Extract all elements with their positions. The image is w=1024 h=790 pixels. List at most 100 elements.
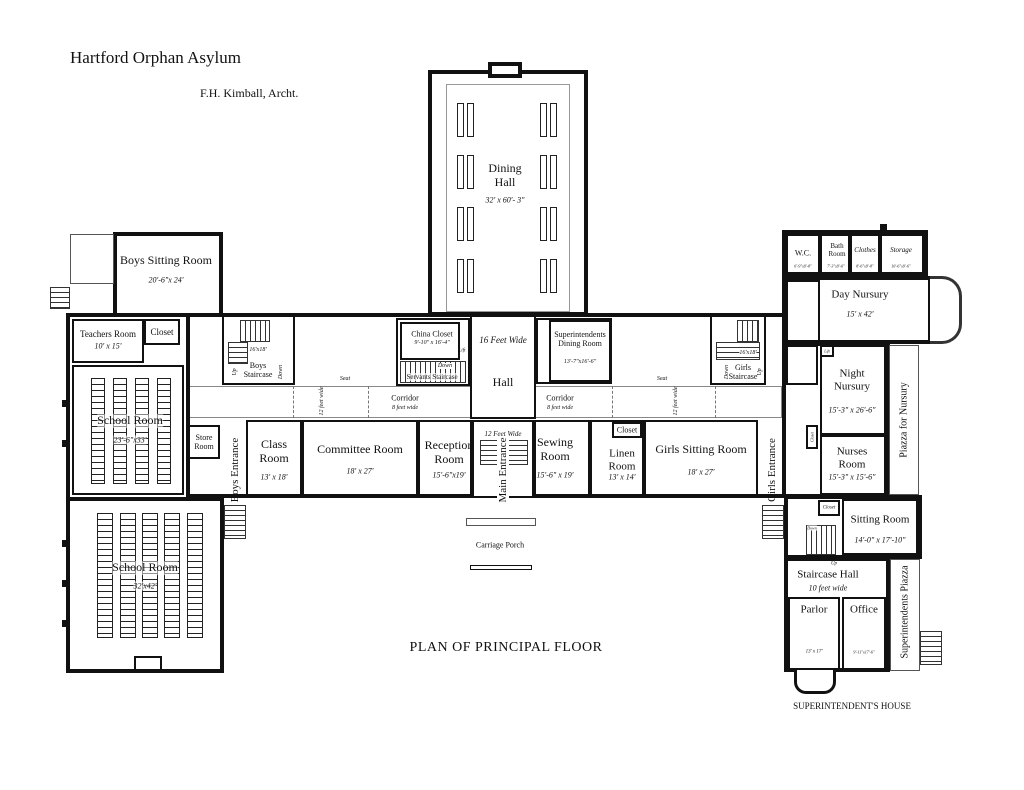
closet-right-label: Closet xyxy=(809,431,815,443)
boys-sitting-room-dim: 20'-6"x 24' xyxy=(148,275,184,285)
drawing-title: Hartford Orphan Asylum xyxy=(70,48,241,67)
girls-entrance-steps xyxy=(762,505,784,539)
sitting-room xyxy=(842,499,918,555)
superintendents-piazza xyxy=(890,559,920,671)
school-room-lower-dim: 32'x42' xyxy=(133,581,157,591)
bath-room xyxy=(820,234,850,274)
hall-width: 16 Feet Wide xyxy=(479,335,527,345)
wc-label: W.C. xyxy=(794,248,812,258)
linen-room-dim: 13' x 14' xyxy=(608,472,636,482)
class-room xyxy=(246,420,302,496)
main-entrance-width: 12 Feet Wide xyxy=(484,430,522,438)
night-nursury xyxy=(820,345,886,435)
school-room-upper-dim: 23'-6"x33' xyxy=(113,435,147,445)
dining-hall-dim: 32' x 60'- 3" xyxy=(485,195,525,205)
night-nursury-dim: 15'-3" x 26'-6" xyxy=(828,405,876,415)
staircase-hall-up: Up xyxy=(830,561,838,567)
girls-staircase-dim: 16'x18' xyxy=(739,350,757,356)
boys-sitting-room-label: Boys Sitting Room xyxy=(119,253,213,268)
china-closet-dim: 9'-10" x 16'-4" xyxy=(414,340,450,346)
girls-entrance-label: Girls Entrance xyxy=(766,438,778,502)
committee-room-dim: 18' x 27' xyxy=(346,466,374,476)
dining-hall-colonnade xyxy=(446,84,570,312)
teachers-room-dim: 10' x 15' xyxy=(94,341,122,351)
boys-staircase-down: Down xyxy=(278,364,284,380)
corridor-right-label: Corridor xyxy=(546,393,574,403)
main-entrance-label: Main Entrance xyxy=(497,437,509,503)
wide-corridor-right-width: 12 feet wide xyxy=(673,386,679,416)
clothes-label: Clothes xyxy=(854,245,876,254)
committee-room-label: Committee Room xyxy=(317,442,403,457)
girls-staircase-up: Up xyxy=(757,368,763,376)
nurses-room-dim: 15'-3" x 15'-6" xyxy=(828,472,876,482)
wc xyxy=(786,234,820,274)
day-nursury-label: Day Nursury xyxy=(831,288,889,301)
closet-house xyxy=(818,500,840,516)
parlor-dim: 13' x 17' xyxy=(805,649,823,655)
sitting-room-label: Sitting Room xyxy=(850,513,910,526)
girls-sitting-room xyxy=(644,420,758,496)
superintendents-house-label: SUPERINTENDENT'S HOUSE xyxy=(793,700,911,711)
reception-room-dim: 15'-6"x19' xyxy=(432,470,466,480)
teachers-room-label: Teachers Room xyxy=(79,328,137,339)
clothes-room xyxy=(850,234,880,274)
servants-staircase-label: Servants Staircase xyxy=(406,372,458,382)
night-nursury-lift: Lift xyxy=(824,348,830,354)
parlor-label: Parlor xyxy=(800,603,828,616)
closet-left-label: Closet xyxy=(150,326,174,337)
bath-room-dim: 7'-3"x9'-6" xyxy=(827,263,845,269)
closet-mid-label: Closet xyxy=(616,425,638,435)
wide-corridor-left-width: 12 feet wide xyxy=(319,386,325,416)
boys-staircase-dim: 16'x18' xyxy=(249,347,267,353)
carriage-porch-label: Carriage Porch xyxy=(475,540,525,550)
china-closet xyxy=(400,322,460,360)
china-closet-lift: Lift xyxy=(458,348,466,354)
class-room-dim: 13' x 18' xyxy=(260,472,288,482)
staircase-hall-label: Staircase Hall xyxy=(797,568,859,581)
sewing-room xyxy=(534,420,590,496)
fireplace xyxy=(134,656,162,671)
girls-sitting-room-label: Girls Sitting Room xyxy=(655,442,747,457)
carriage-porch-top xyxy=(466,518,536,526)
girls-staircase-down: Down xyxy=(724,364,730,380)
architect-credit: F.H. Kimball, Archt. xyxy=(200,86,299,100)
office xyxy=(842,597,886,670)
servants-staircase-down: Down xyxy=(437,363,453,369)
day-nursury-bay xyxy=(930,276,962,344)
staircase-hall-down: Down xyxy=(807,525,817,531)
porch-steps xyxy=(50,287,70,309)
closet-left xyxy=(144,319,180,345)
china-closet-label: China Closet xyxy=(411,329,453,339)
corridor-right-width: 8 feet wide xyxy=(547,405,573,411)
staircase-hall-dim: 10 feet wide xyxy=(808,583,848,593)
superintendents-dining-room xyxy=(549,320,611,382)
girls-stair-landing xyxy=(786,345,818,385)
corridor-left-width: 8 feet wide xyxy=(392,405,418,411)
superintendents-dining-room-dim: 13'-7"x16'-6" xyxy=(563,359,597,365)
wc-dim: 6'-9"x9'-8" xyxy=(794,263,812,269)
boys-sitting-room xyxy=(113,232,223,317)
day-nursury-anteroom xyxy=(786,280,820,342)
store-room xyxy=(188,425,220,459)
teachers-room xyxy=(72,319,144,363)
sewing-room-dim: 15'-6" x 19' xyxy=(536,470,574,480)
carriage-porch-base xyxy=(470,565,532,570)
boys-entrance-label: Boys Entrance xyxy=(229,437,241,503)
hall xyxy=(470,315,536,419)
corridor-left-label: Corridor xyxy=(391,393,419,403)
nurses-room xyxy=(820,435,886,495)
school-room-lower-label: School Room xyxy=(112,560,178,575)
sitting-room-dim: 14'-0" x 17'-10" xyxy=(854,535,906,545)
boys-staircase-up: Up xyxy=(232,368,238,376)
closet-house-label: Closet xyxy=(822,505,836,511)
